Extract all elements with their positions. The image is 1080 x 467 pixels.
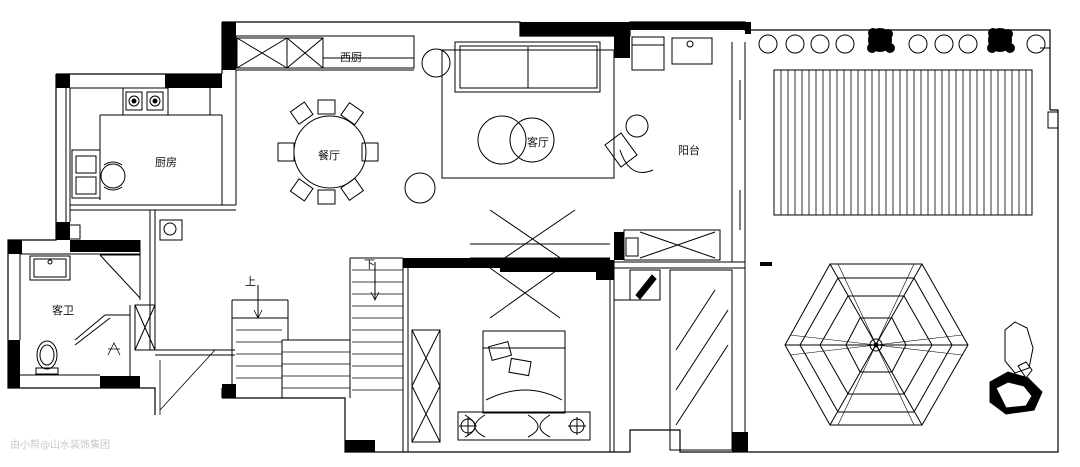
room-label-living: 客厅 [527, 136, 549, 149]
wooden-deck [773, 69, 1033, 216]
room-label-guest-bath: 客卫 [52, 304, 74, 317]
stairs-up [159, 285, 350, 415]
west-kitchen-counter [236, 37, 451, 204]
stairs-down [352, 262, 403, 391]
room-label-kitchen: 厨房 [155, 156, 177, 169]
stair-label-down: 下 [364, 258, 375, 271]
dining-table-group [277, 99, 379, 205]
hatched-wardrobe [614, 269, 733, 451]
room-label-dining: 餐厅 [318, 149, 340, 162]
rock-sculpture [989, 321, 1043, 415]
stair-label-up: 上 [245, 275, 256, 288]
solid-wall-segments [8, 22, 772, 452]
planter-row [758, 28, 1046, 54]
hexagonal-pergola [784, 263, 969, 426]
central-partition [470, 209, 721, 319]
watermark: 由小帮@山水装饰集团 [10, 440, 110, 451]
room-label-west-kitchen: 西厨 [340, 51, 362, 64]
room-label-balcony: 阳台 [678, 144, 700, 157]
bathroom-fixtures [29, 255, 156, 375]
bedroom [411, 329, 591, 443]
living-furniture [441, 36, 713, 179]
kitchen-fixtures [59, 87, 183, 241]
